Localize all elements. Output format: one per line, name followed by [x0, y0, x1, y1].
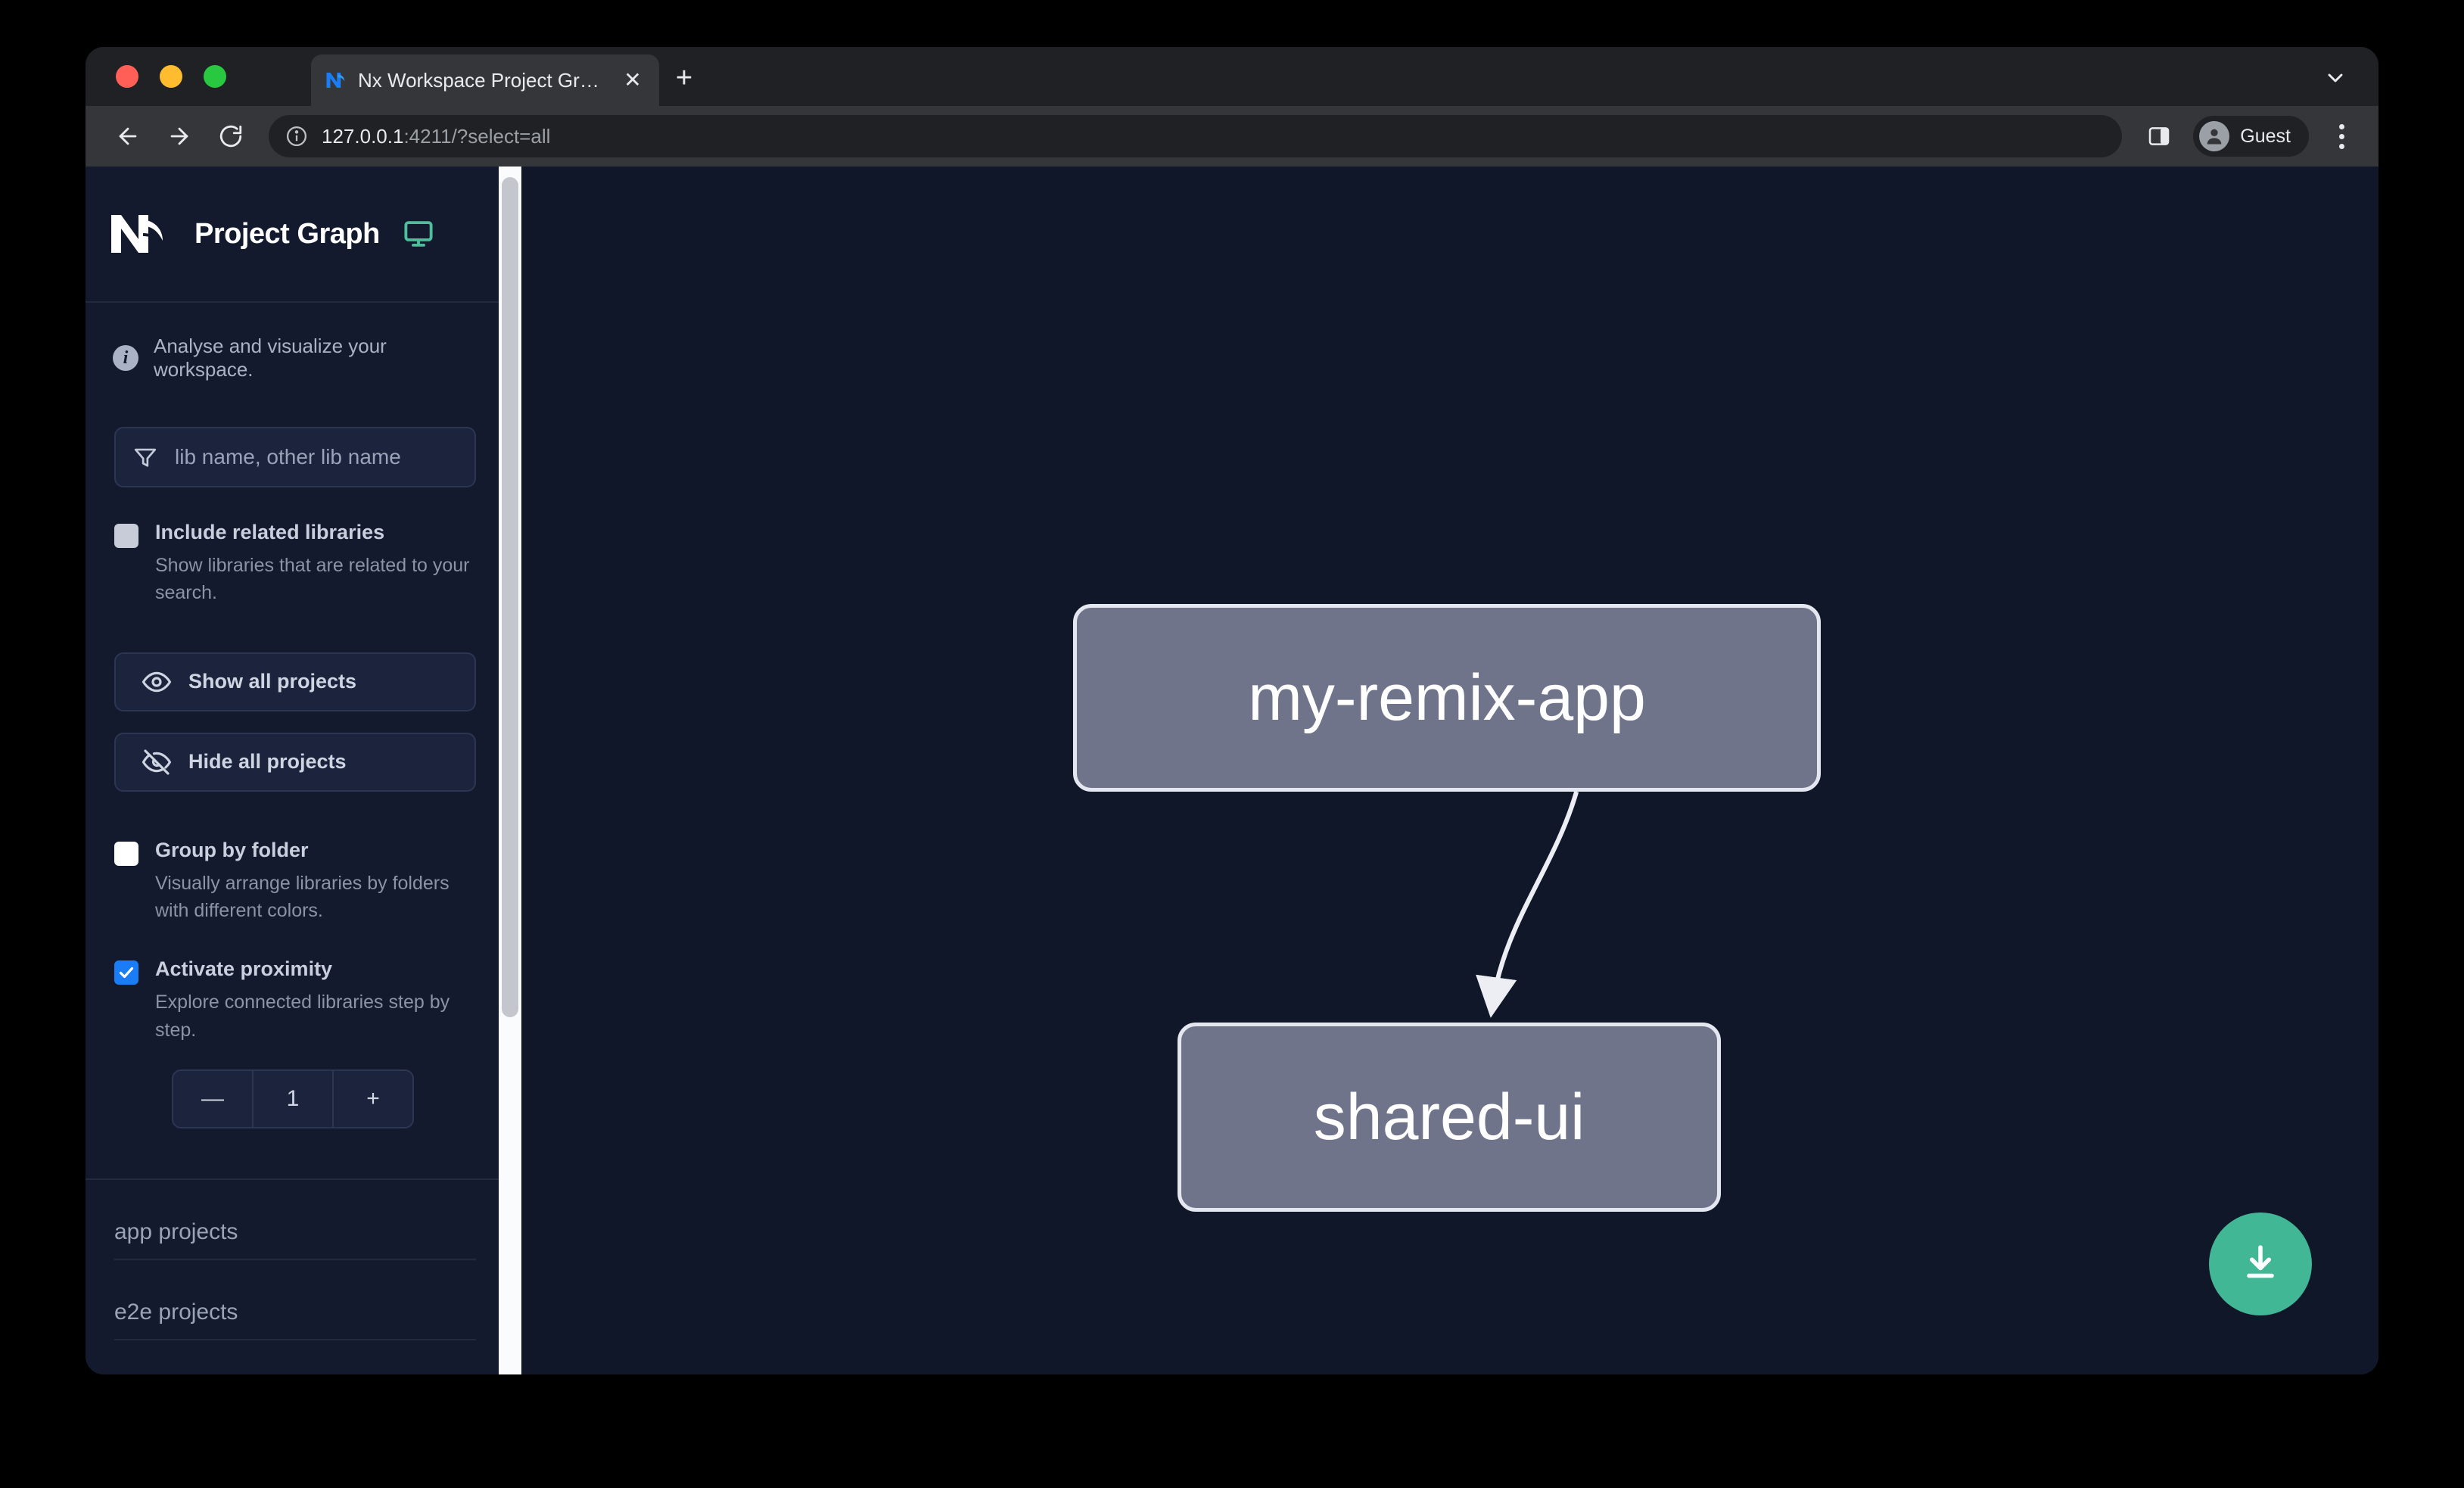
maximize-window-button[interactable] [204, 65, 226, 88]
url-text: 127.0.0.1:4211/?select=all [322, 125, 550, 148]
tab-strip: Nx Workspace Project Graph ✕ + [86, 47, 2378, 106]
account-avatar-icon [2199, 121, 2230, 151]
three-dot-menu-icon[interactable] [2324, 115, 2359, 157]
include-related-libraries-checkbox[interactable] [114, 524, 138, 548]
proximity-increment-button[interactable]: + [332, 1070, 412, 1127]
info-text: Analyse and visualize your workspace. [154, 335, 387, 381]
activate-proximity-checkbox[interactable] [114, 960, 138, 985]
option-description: Show libraries that are related to your … [155, 555, 470, 604]
option-include-related-libraries[interactable]: Include related libraries Show libraries… [114, 519, 476, 607]
hide-all-projects-label: Hide all projects [188, 750, 347, 774]
browser-toolbar: 127.0.0.1:4211/?select=all Guest [86, 106, 2378, 167]
search-input[interactable] [175, 445, 474, 469]
sidebar-scrollbar[interactable] [499, 167, 521, 1374]
option-activate-proximity[interactable]: Activate proximity Explore connected lib… [114, 956, 476, 1044]
project-section-e2e: e2e projects [114, 1260, 476, 1340]
forward-arrow-icon[interactable] [157, 114, 202, 159]
app-projects-header[interactable]: app projects [114, 1219, 476, 1260]
tab-title: Nx Workspace Project Graph [358, 68, 609, 92]
proximity-value: 1 [252, 1070, 332, 1127]
info-icon: i [113, 345, 138, 371]
side-panel-icon[interactable] [2142, 119, 2176, 154]
chevron-down-icon[interactable] [2318, 61, 2353, 95]
sidebar-body: i Analyse and visualize your workspace. [86, 303, 500, 1374]
eye-slash-icon [142, 747, 172, 777]
option-label: Activate proximity [155, 957, 333, 981]
profile-label: Guest [2240, 125, 2291, 147]
info-row: i Analyse and visualize your workspace. [86, 303, 500, 381]
monitor-icon[interactable] [403, 218, 434, 250]
graph-node-label: shared-ui [1313, 1080, 1585, 1153]
plus-icon[interactable]: + [675, 62, 693, 94]
hide-all-projects-button[interactable]: Hide all projects [114, 732, 476, 792]
url-host: 127.0.0.1 [322, 124, 404, 148]
close-icon[interactable]: ✕ [624, 68, 642, 92]
e2e-projects-header[interactable]: e2e projects [114, 1300, 476, 1340]
eye-icon [142, 667, 172, 697]
download-button[interactable] [2209, 1213, 2312, 1315]
graph-edge-my-remix-app-to-shared-ui [1476, 791, 1579, 1018]
minimize-window-button[interactable] [160, 65, 182, 88]
option-label: Group by folder [155, 838, 309, 861]
nx-favicon-icon [325, 69, 347, 92]
option-description: Explore connected libraries step by step… [155, 991, 450, 1041]
project-graph-canvas[interactable]: my-remix-app shared-ui [500, 167, 2378, 1374]
sidebar-header: Project Graph [86, 167, 500, 303]
window-traffic-lights [116, 65, 226, 88]
group-by-folder-checkbox[interactable] [114, 841, 138, 866]
close-window-button[interactable] [116, 65, 138, 88]
download-icon [2238, 1240, 2283, 1289]
option-description: Visually arrange libraries by folders wi… [155, 872, 450, 921]
graph-node-shared-ui[interactable]: shared-ui [1178, 1023, 1721, 1212]
page-viewport: Project Graph i Analyse and visualize yo… [86, 167, 2378, 1374]
sidebar: Project Graph i Analyse and visualize yo… [86, 167, 521, 1374]
browser-tab[interactable]: Nx Workspace Project Graph ✕ [311, 54, 659, 106]
address-bar[interactable]: 127.0.0.1:4211/?select=all [269, 115, 2123, 157]
graph-node-label: my-remix-app [1248, 661, 1646, 734]
filter-box[interactable] [114, 427, 476, 487]
proximity-decrement-button[interactable]: — [201, 1085, 224, 1111]
browser-window: Nx Workspace Project Graph ✕ + [86, 47, 2378, 1374]
nx-logo-icon [110, 213, 176, 254]
proximity-stepper: — 1 + [172, 1069, 414, 1128]
graph-node-my-remix-app[interactable]: my-remix-app [1073, 604, 1821, 792]
back-arrow-icon[interactable] [105, 114, 151, 159]
info-circle-icon[interactable] [285, 125, 308, 148]
reload-icon[interactable] [208, 114, 254, 159]
url-path: :4211/?select=all [403, 124, 551, 148]
project-section-app: app projects [114, 1180, 476, 1260]
show-all-projects-label: Show all projects [188, 670, 357, 693]
page-title: Project Graph [194, 217, 380, 250]
option-group-by-folder[interactable]: Group by folder Visually arrange librari… [114, 837, 476, 925]
sidebar-divider [86, 1178, 500, 1180]
sidebar-scrollbar-thumb[interactable] [502, 177, 518, 1017]
show-all-projects-button[interactable]: Show all projects [114, 652, 476, 711]
option-label: Include related libraries [155, 521, 385, 543]
profile-button[interactable]: Guest [2193, 116, 2309, 157]
filter-funnel-icon [116, 444, 175, 470]
